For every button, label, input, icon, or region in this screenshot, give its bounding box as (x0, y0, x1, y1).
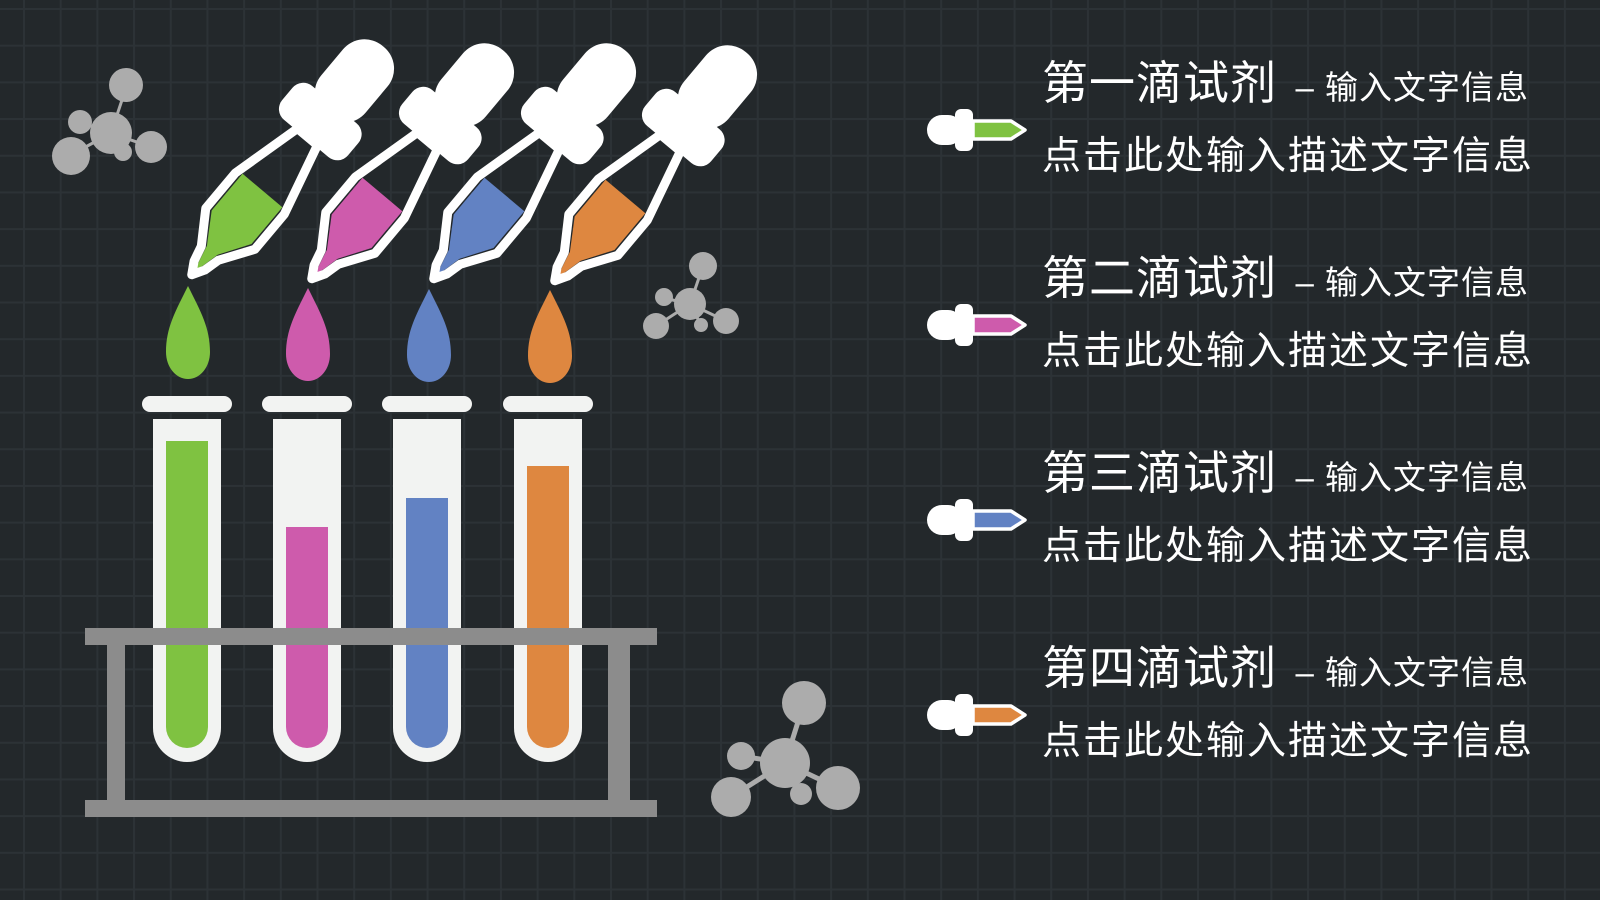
drop-orange (528, 290, 572, 383)
reagent-title: 第三滴试剂 (1042, 447, 1277, 499)
tube-rack (85, 628, 657, 817)
molecule-icon-top-left (52, 68, 167, 175)
reagent-description: 点击此处输入描述文字信息 (1042, 330, 1535, 373)
tube-liquid-orange (527, 466, 569, 748)
reagent-title-line: 第四滴试剂 – 输入文字信息 (1042, 637, 1585, 711)
reagent-item-1[interactable]: 第一滴试剂 – 输入文字信息 点击此处输入描述文字信息 (925, 52, 1585, 202)
reagent-title: 第二滴试剂 (1042, 252, 1277, 304)
dropper-1 (187, 39, 395, 280)
reagent-title-line: 第一滴试剂 – 输入文字信息 (1042, 52, 1585, 126)
dropper-liquid-green (194, 173, 283, 271)
test-tube-3 (382, 396, 472, 762)
lab-illustration (52, 39, 860, 817)
molecule-icon-bottom-right (711, 681, 860, 817)
dropper-icon (927, 499, 1027, 541)
reagent-title-line: 第二滴试剂 – 输入文字信息 (1042, 247, 1585, 321)
test-tubes (142, 396, 593, 762)
reagent-subtitle: – 输入文字信息 (1295, 69, 1529, 106)
reagent-item-3[interactable]: 第三滴试剂 – 输入文字信息 点击此处输入描述文字信息 (925, 442, 1585, 592)
reagent-item-2[interactable]: 第二滴试剂 – 输入文字信息 点击此处输入描述文字信息 (925, 247, 1585, 397)
test-tube-4 (503, 396, 593, 762)
dropper-2 (307, 43, 515, 284)
dropper-liquid-blue (436, 177, 525, 275)
reagent-title-line: 第三滴试剂 – 输入文字信息 (1042, 442, 1585, 516)
drops (166, 286, 572, 383)
tube-liquid-green (166, 441, 208, 748)
dropper-liquid-pink (314, 177, 403, 275)
dropper-liquid-orange (557, 179, 646, 277)
drop-pink (286, 288, 330, 381)
dropper-3 (429, 43, 637, 284)
test-tube-1 (142, 396, 232, 762)
tube-liquid-blue (406, 498, 448, 748)
dropper-icon (927, 694, 1027, 736)
reagent-subtitle: – 输入文字信息 (1295, 654, 1529, 691)
drop-blue (407, 289, 451, 382)
droppers (187, 39, 758, 286)
reagent-description: 点击此处输入描述文字信息 (1042, 135, 1535, 178)
drop-green (166, 286, 210, 379)
molecule-icon-middle (643, 252, 739, 339)
reagent-title: 第四滴试剂 (1042, 642, 1277, 694)
reagent-subtitle: – 输入文字信息 (1295, 264, 1529, 301)
reagent-description: 点击此处输入描述文字信息 (1042, 720, 1535, 763)
dropper-4 (550, 45, 758, 286)
dropper-icon (927, 109, 1027, 151)
reagent-item-4[interactable]: 第四滴试剂 – 输入文字信息 点击此处输入描述文字信息 (925, 637, 1585, 787)
reagent-title: 第一滴试剂 (1042, 57, 1277, 109)
reagent-list: 第一滴试剂 – 输入文字信息 点击此处输入描述文字信息 第二滴试剂 – 输入文字… (925, 0, 1585, 900)
reagent-subtitle: – 输入文字信息 (1295, 459, 1529, 496)
test-tube-2 (262, 396, 352, 762)
reagent-description: 点击此处输入描述文字信息 (1042, 525, 1535, 568)
dropper-icon (927, 304, 1027, 346)
